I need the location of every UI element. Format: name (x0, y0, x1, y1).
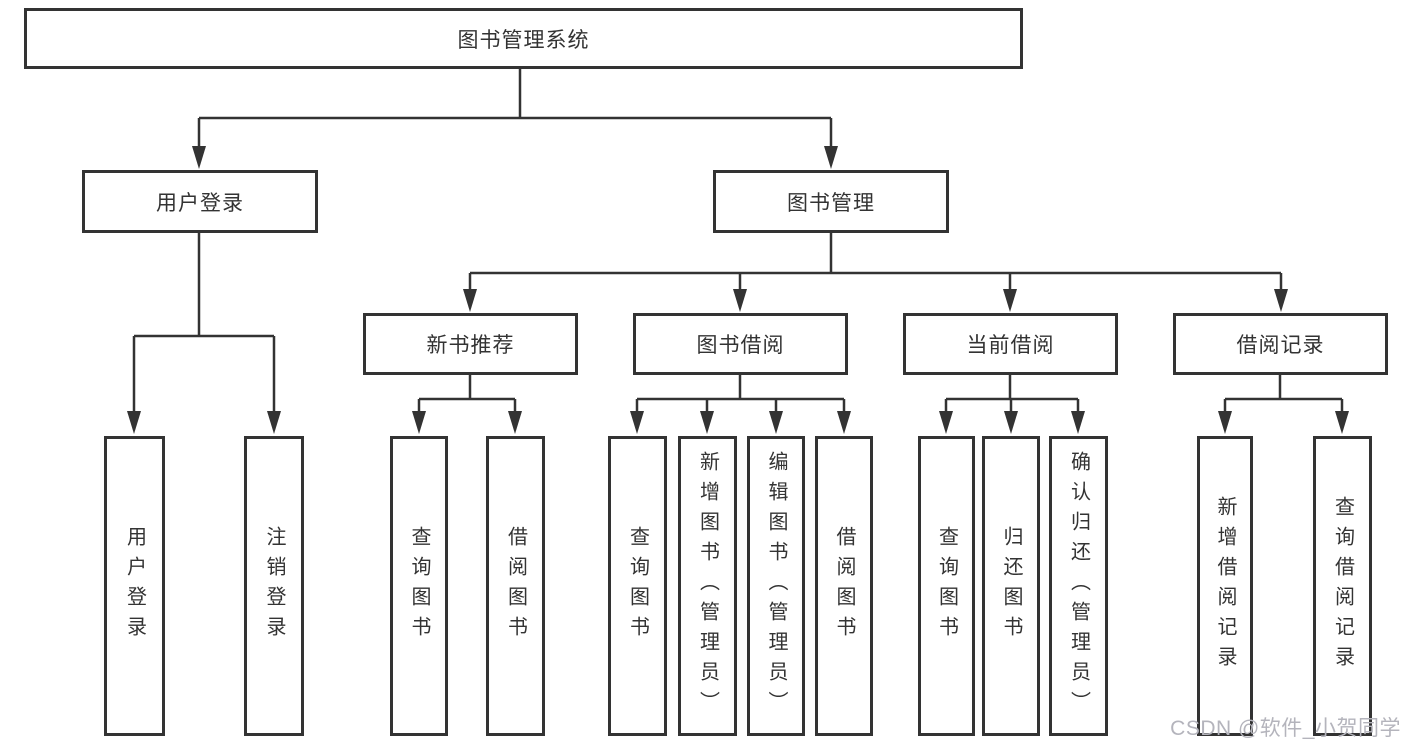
csdn-watermark: CSDN @软件_小贺同学 (1170, 717, 1401, 740)
node-current-borrow: 当前借阅 (903, 313, 1118, 375)
leaf-add-borrow-record: 新增借阅记录 (1197, 436, 1253, 736)
arrowheads (127, 146, 1349, 434)
leaf-borrow-books-1: 借阅图书 (486, 436, 545, 736)
leaf-return-books: 归还图书 (982, 436, 1040, 736)
leaf-query-books-1: 查询图书 (390, 436, 448, 736)
leaf-confirm-return-admin: 确认归还（管理员） (1049, 436, 1108, 736)
leaf-edit-books-admin: 编辑图书（管理员） (747, 436, 805, 736)
connector-segments (132, 69, 1344, 412)
node-user-login: 用户登录 (82, 170, 318, 233)
node-borrow-records: 借阅记录 (1173, 313, 1388, 375)
leaf-query-borrow-record: 查询借阅记录 (1313, 436, 1372, 736)
node-root: 图书管理系统 (24, 8, 1023, 69)
node-book-management: 图书管理 (713, 170, 949, 233)
node-book-borrow: 图书借阅 (633, 313, 848, 375)
leaf-user-login: 用户登录 (104, 436, 165, 736)
leaf-borrow-books-2: 借阅图书 (815, 436, 873, 736)
leaf-add-books-admin: 新增图书（管理员） (678, 436, 737, 736)
leaf-query-books-3: 查询图书 (918, 436, 975, 736)
node-new-book-recommend: 新书推荐 (363, 313, 578, 375)
leaf-logout: 注销登录 (244, 436, 304, 736)
leaf-query-books-2: 查询图书 (608, 436, 667, 736)
